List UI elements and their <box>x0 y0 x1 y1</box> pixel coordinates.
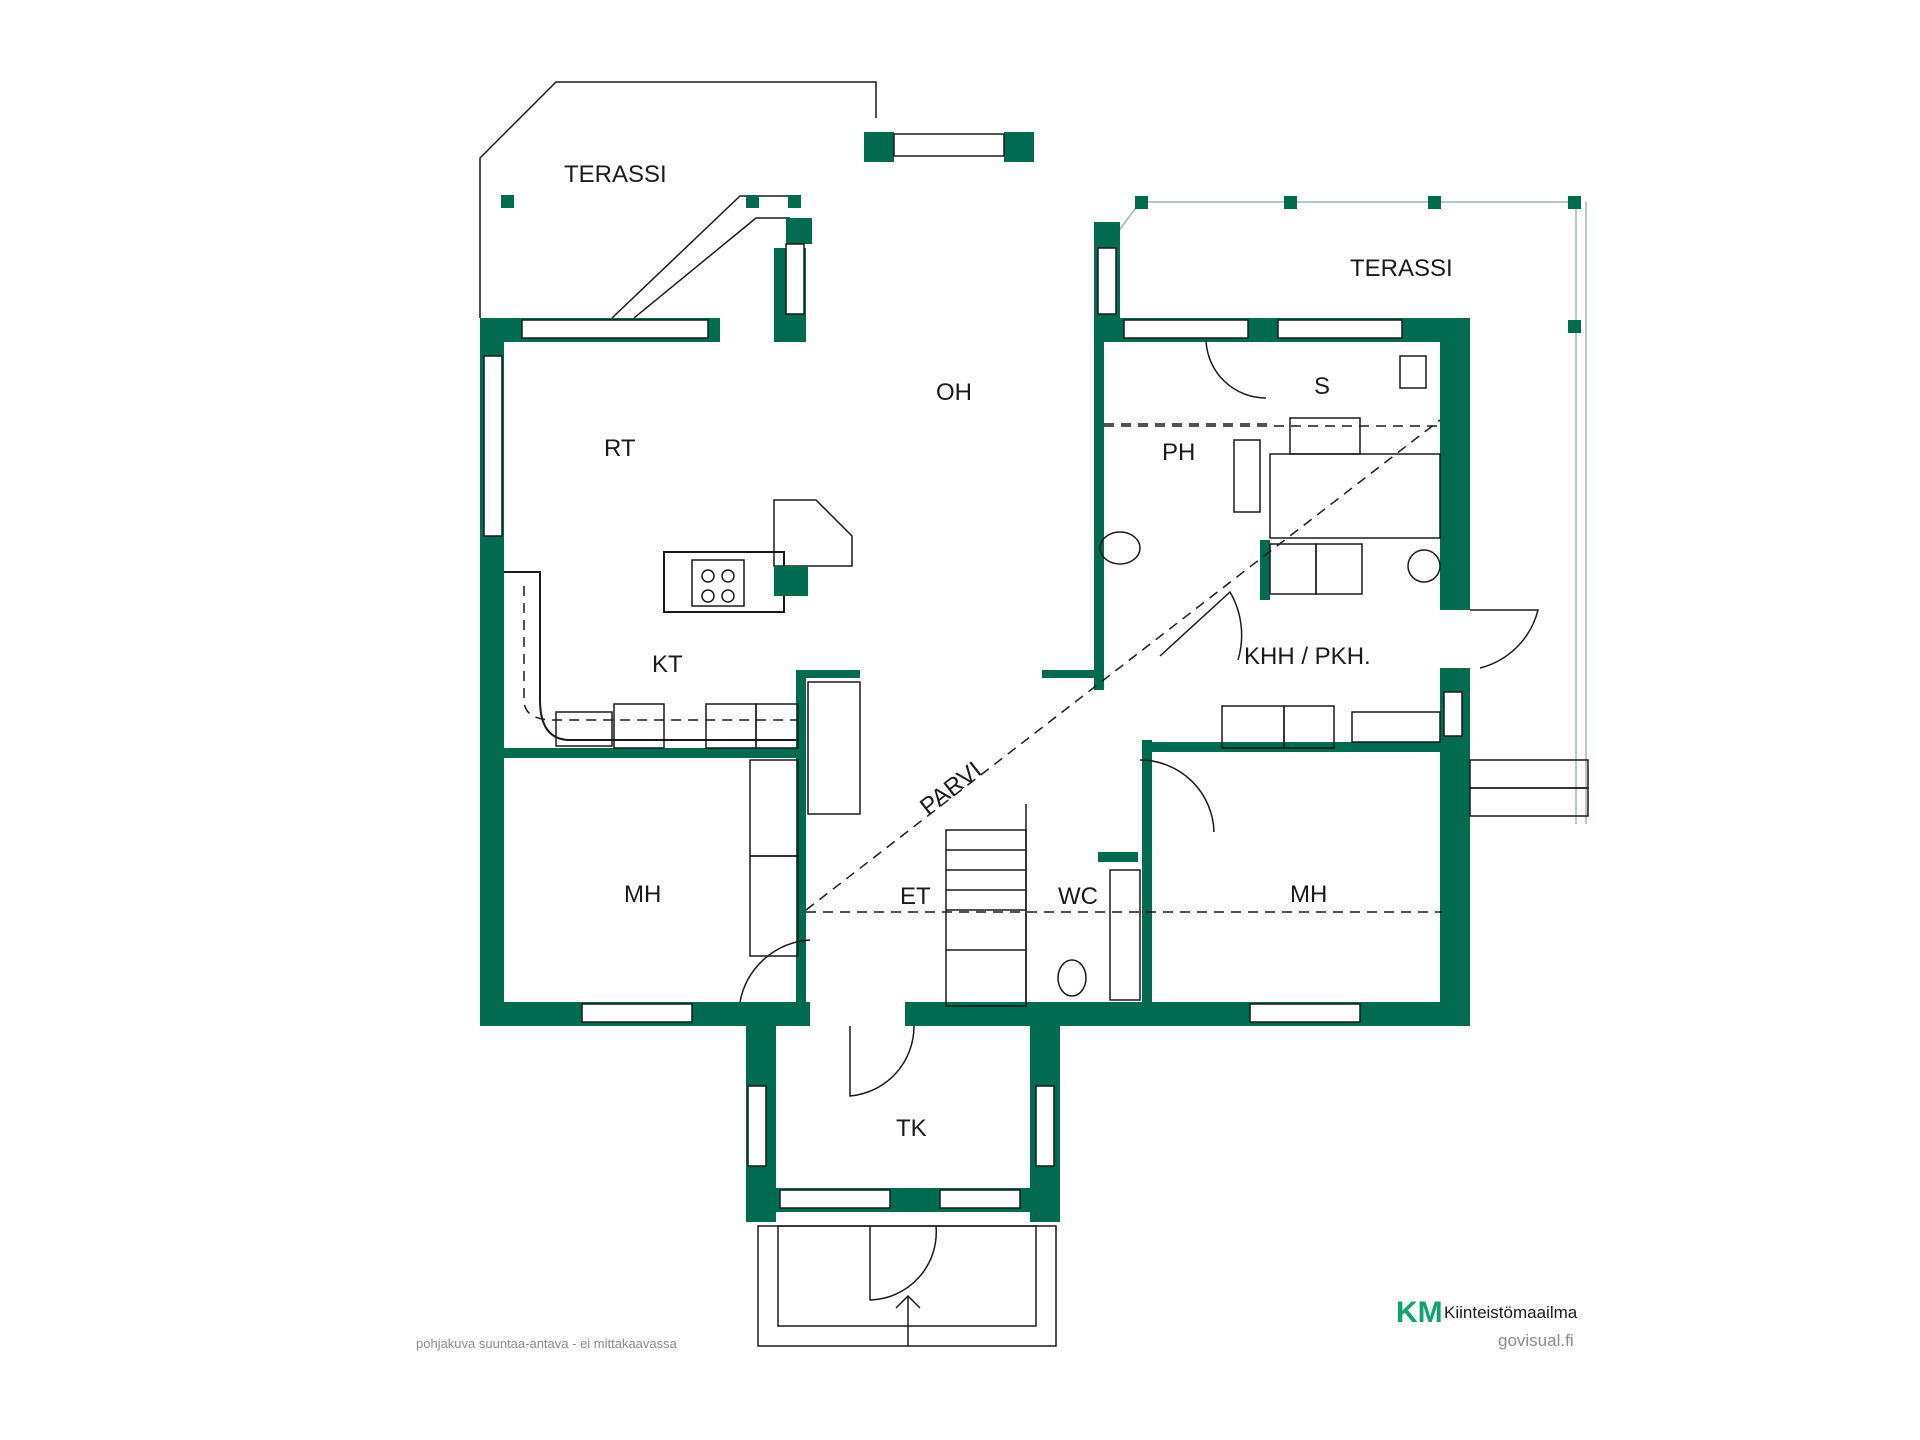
logo-mark: KM <box>1396 1296 1443 1329</box>
label-kt: KT <box>652 651 683 678</box>
label-mh-left: MH <box>624 881 661 908</box>
label-tk: TK <box>896 1115 927 1142</box>
label-khh-pkh: KHH / PKH. <box>1244 643 1371 670</box>
label-rt: RT <box>604 435 636 462</box>
site-url: govisual.fi <box>1498 1331 1574 1350</box>
label-wc: WC <box>1058 883 1098 910</box>
brand-name: Kiinteistömaailma <box>1444 1303 1578 1322</box>
label-oh: OH <box>936 379 972 406</box>
terrace-left <box>479 81 877 319</box>
windows <box>483 133 1463 1209</box>
label-s: S <box>1314 373 1330 400</box>
label-terassi-right: TERASSI <box>1350 255 1453 282</box>
terrace-right <box>1117 196 1587 824</box>
label-terassi-left: TERASSI <box>564 161 667 188</box>
interior-lines <box>504 339 1589 1347</box>
label-mh-right: MH <box>1290 881 1327 908</box>
label-ph: PH <box>1162 439 1195 466</box>
disclaimer-text: pohjakuva suuntaa-antava - ei mittakaava… <box>416 1336 678 1351</box>
label-parvi: PARVI <box>915 756 987 820</box>
label-et: ET <box>900 883 931 910</box>
walls <box>480 132 1470 1222</box>
